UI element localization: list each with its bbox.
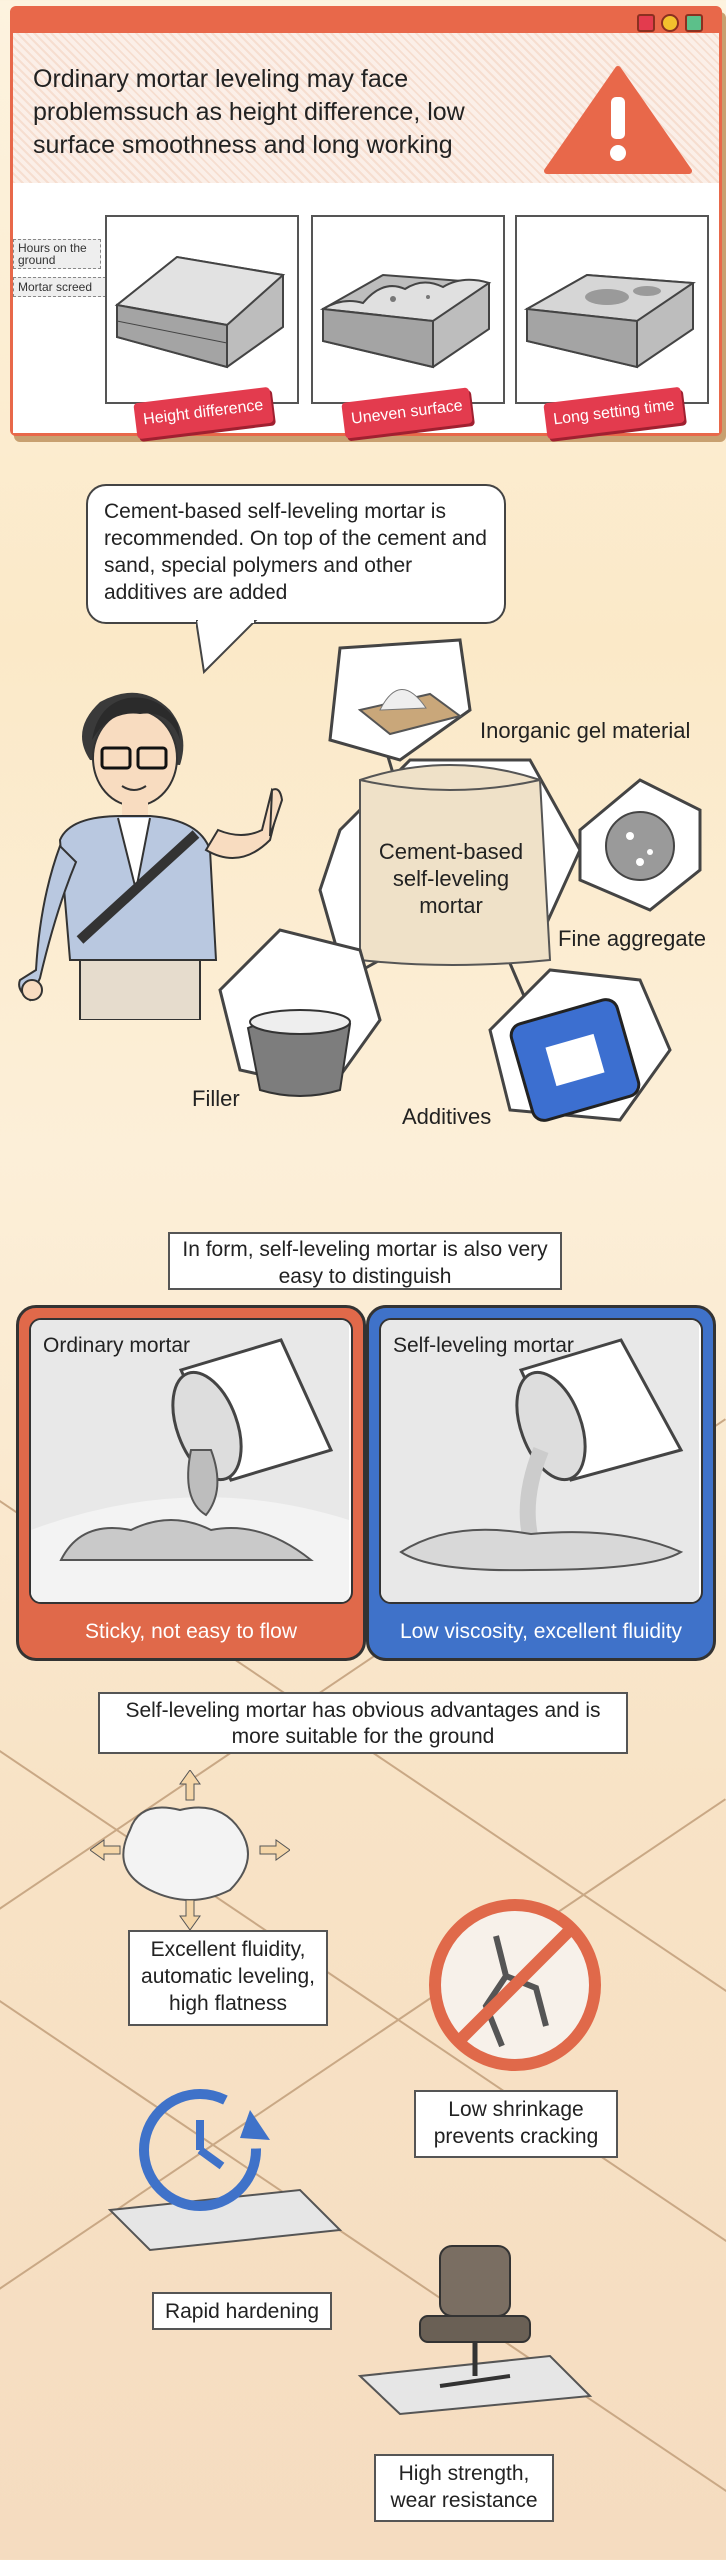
- card-long-setting-time: [515, 215, 709, 404]
- close-window-button[interactable]: [637, 14, 655, 32]
- long-setting-illustration: [523, 273, 696, 369]
- card-height-difference: [105, 215, 299, 404]
- intro-text: Ordinary mortar leveling may face proble…: [33, 65, 465, 159]
- comparison-heading: In form, self-leveling mortar is also ve…: [168, 1232, 562, 1290]
- clock-icon: [107, 2089, 343, 2252]
- advantages-heading: Self-leveling mortar has obvious advanta…: [98, 1692, 628, 1754]
- inorganic-gel-hex: [328, 638, 472, 762]
- label-filler: Filler: [192, 1086, 240, 1111]
- warning-icon: [544, 66, 692, 174]
- maximize-window-button[interactable]: [685, 14, 703, 32]
- cement-bag-hex: [318, 758, 582, 966]
- height-difference-illustration: [114, 255, 286, 369]
- advantage-fluidity: Excellent fluidity, automatic leveling, …: [128, 1930, 328, 2026]
- label-fine-aggregate: Fine aggregate: [558, 926, 706, 951]
- window-titlebar: [13, 9, 719, 33]
- no-crack-icon: [429, 1899, 601, 2071]
- bubble-text: Cement-based self-leveling mortar is rec…: [104, 500, 487, 604]
- engineer-character: [18, 692, 284, 1020]
- bubble-tail: [196, 620, 258, 675]
- self-leveling-scene: Self-leveling mortar: [379, 1318, 703, 1604]
- advantage-high-strength: High strength, wear resistance: [374, 2454, 554, 2522]
- additives-hex: [488, 968, 672, 1122]
- advantage-low-shrinkage: Low shrinkage prevents cracking: [414, 2090, 618, 2158]
- side-label-screed: Mortar screed: [13, 277, 111, 297]
- ordinary-mortar-card: Ordinary mortar Sticky, not easy to flow: [16, 1305, 366, 1661]
- label-inorganic-gel: Inorganic gel material: [480, 718, 691, 743]
- uneven-surface-illustration: [319, 273, 492, 369]
- self-leveling-title: Self-leveling mortar: [393, 1334, 574, 1357]
- center-cement-label: Cement-based self-leveling mortar: [378, 839, 524, 918]
- label-additives: Additives: [402, 1104, 492, 1129]
- intro-banner: Ordinary mortar leveling may face proble…: [13, 33, 719, 183]
- fluidity-icon: [90, 1770, 290, 1930]
- ordinary-mortar-caption: Sticky, not easy to flow: [84, 1620, 298, 1643]
- side-label-ground: Hours on the ground: [13, 239, 101, 269]
- problems-panel: Ordinary mortar leveling may face proble…: [10, 6, 722, 440]
- advantage-rapid-hardening: Rapid hardening: [152, 2292, 332, 2330]
- fine-aggregate-hex: [578, 778, 702, 912]
- self-leveling-illustration: [381, 1320, 699, 1602]
- components-diagram: [218, 638, 702, 1122]
- ordinary-mortar-illustration: [31, 1320, 349, 1602]
- self-leveling-card: Self-leveling mortar Low viscosity, exce…: [366, 1305, 716, 1661]
- minimize-window-button[interactable]: [661, 14, 679, 32]
- filler-hex: [218, 928, 382, 1097]
- ordinary-mortar-scene: Ordinary mortar: [29, 1318, 353, 1604]
- speech-bubble: Cement-based self-leveling mortar is rec…: [86, 484, 506, 624]
- self-leveling-caption: Low viscosity, excellent fluidity: [399, 1620, 683, 1643]
- office-chair-icon: [357, 2245, 593, 2416]
- ordinary-mortar-title: Ordinary mortar: [43, 1334, 191, 1357]
- problem-cards: Hours on the ground Mortar screed: [13, 183, 719, 440]
- card-uneven-surface: [311, 215, 505, 404]
